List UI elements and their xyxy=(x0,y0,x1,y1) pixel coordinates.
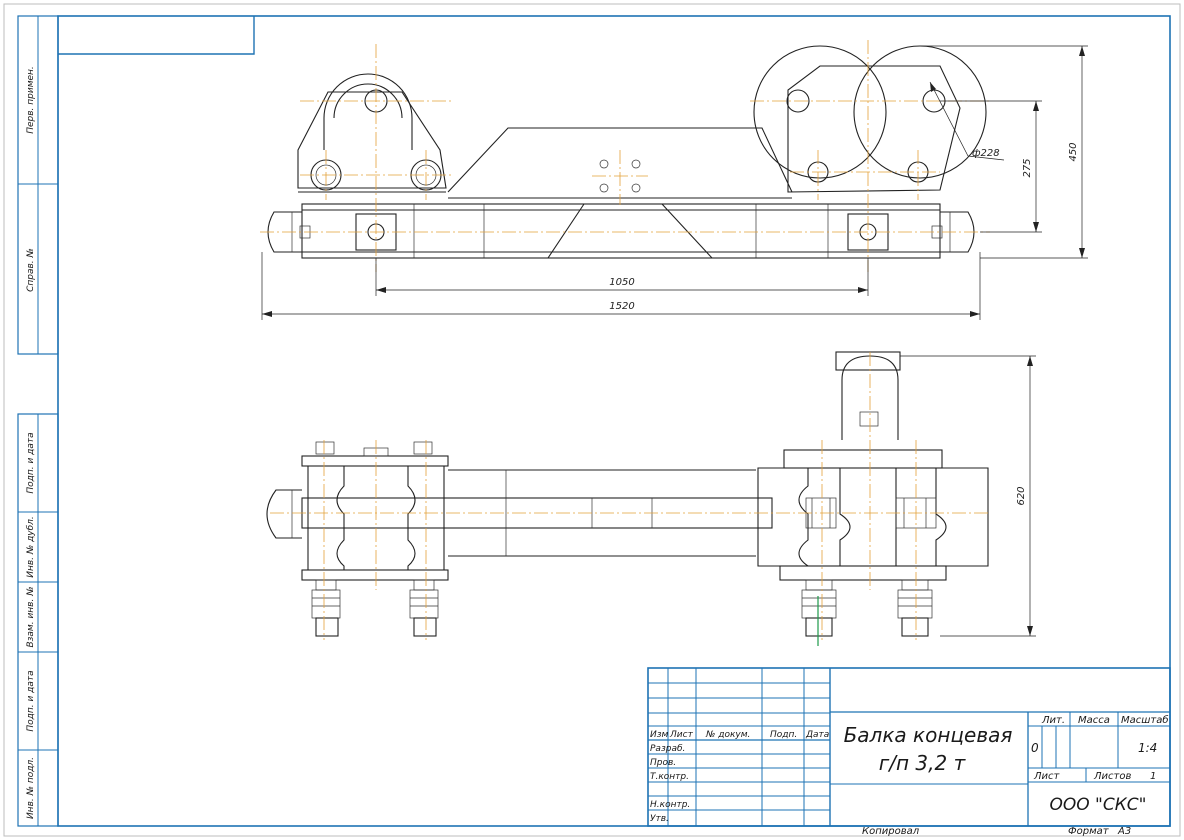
col-list: Лист xyxy=(669,730,694,740)
col-izm: Изм xyxy=(650,730,669,740)
dim-228: ф228 xyxy=(972,148,1000,159)
col-docum: № докум. xyxy=(705,730,750,740)
lit-label: Лит. xyxy=(1041,715,1065,726)
drawing-title: Балка концевая xyxy=(844,723,1013,747)
dim-450: 450 xyxy=(1068,142,1079,161)
scale-label: Масштаб xyxy=(1121,714,1169,726)
mass-label: Масса xyxy=(1078,715,1110,726)
side-label-perv: Перв. примен. xyxy=(26,66,36,134)
company-name: ООО "СКС" xyxy=(1050,795,1147,815)
dim-620: 620 xyxy=(1016,486,1027,505)
format-value: А3 xyxy=(1117,826,1131,837)
front-dimensions: 1050 1520 275 450 ф228 xyxy=(261,45,1088,320)
dim-1520: 1520 xyxy=(609,301,634,312)
top-left-box xyxy=(58,16,255,55)
dim-275: 275 xyxy=(1022,158,1033,177)
sheet-label: Лист xyxy=(1033,771,1061,782)
main-frame xyxy=(57,15,1171,827)
title-block: Изм Лист № докум. Подп. Дата Разраб. Про… xyxy=(647,667,1171,827)
left-strip: Перв. примен. Справ. № Подп. и дата Инв.… xyxy=(17,15,59,827)
role-razrab: Разраб. xyxy=(650,744,685,754)
col-data: Дата xyxy=(805,730,829,740)
drawing-subtitle: г/п 3,2 т xyxy=(879,751,967,775)
top-view xyxy=(266,351,990,646)
format-label: Формат xyxy=(1068,826,1110,837)
lit-value: 0 xyxy=(1031,741,1039,755)
side-label-podp-2: Подп. и дата xyxy=(26,670,36,731)
side-label-vzam: Взам. инв. № xyxy=(26,586,36,647)
col-podp: Подп. xyxy=(770,730,797,740)
sheets-value: 1 xyxy=(1150,771,1156,782)
front-view xyxy=(260,40,990,272)
scale-value: 1:4 xyxy=(1138,741,1157,755)
role-tkontr: Т.контр. xyxy=(650,772,689,782)
dim-1050: 1050 xyxy=(609,277,634,288)
side-label-sprav: Справ. № xyxy=(26,248,36,292)
top-dimensions: 620 xyxy=(900,355,1036,637)
sheet-edge xyxy=(3,3,1181,837)
sheets-label: Листов xyxy=(1093,771,1131,782)
role-prov: Пров. xyxy=(650,758,676,768)
side-label-inv-dubl: Инв. № дубл. xyxy=(26,516,36,578)
copied-label: Копировал xyxy=(862,826,920,837)
side-label-podp-1: Подп. и дата xyxy=(26,432,36,493)
side-label-inv-podl: Инв. № подл. xyxy=(26,757,36,819)
role-utv: Утв. xyxy=(650,814,669,824)
role-nkontr: Н.контр. xyxy=(650,800,690,810)
